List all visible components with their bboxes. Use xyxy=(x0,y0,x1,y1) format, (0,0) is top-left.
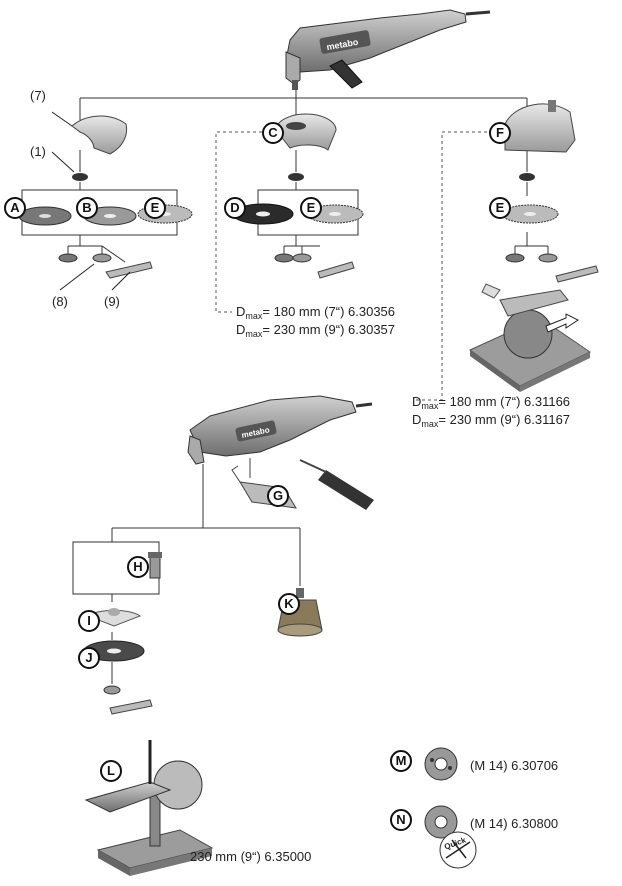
nut-n-spec: (M 14) 6.30800 xyxy=(470,816,559,831)
nut-m-spec: (M 14) 6.30706 xyxy=(470,758,559,773)
angle-grinder-middle: metabo xyxy=(187,395,373,465)
badge-l: L xyxy=(100,760,122,782)
wire-cup-brush-k xyxy=(277,588,323,637)
support-flange xyxy=(72,173,88,181)
guard-f-spec-1: Dmax= 180 mm (7“) 6.31166 xyxy=(412,394,571,411)
callout-1: (1) xyxy=(30,144,46,159)
quick-nut-n xyxy=(424,805,477,869)
badge-e-3: E xyxy=(489,197,511,219)
badge-b: B xyxy=(76,197,98,219)
two-pin-spanner xyxy=(105,261,153,279)
cutting-guide-photo xyxy=(469,283,591,392)
cutting-guard-f xyxy=(504,100,576,153)
badge-e-1: E xyxy=(144,197,166,219)
adapter-h xyxy=(148,552,162,579)
two-hole-nut xyxy=(92,253,112,263)
clamping-nut-m xyxy=(424,747,458,781)
badge-i: I xyxy=(78,610,100,632)
guard-c-spec-2: Dmax= 230 mm (9“) 6.30357 xyxy=(236,322,396,339)
badge-d: D xyxy=(224,197,246,219)
dashed-leaders xyxy=(215,131,493,401)
badge-f: F xyxy=(489,122,511,144)
callout-7: (7) xyxy=(30,88,46,103)
badge-j: J xyxy=(78,647,100,669)
badge-k: K xyxy=(278,593,300,615)
cut-off-stand-l xyxy=(84,740,214,876)
callout-8: (8) xyxy=(52,294,68,309)
guard-c-spec-1: Dmax= 180 mm (7“) 6.30356 xyxy=(236,304,396,321)
auxiliary-handle xyxy=(299,459,374,510)
badge-e-2: E xyxy=(300,197,322,219)
cutting-guard-c xyxy=(275,113,337,151)
callout-9: (9) xyxy=(104,294,120,309)
angle-grinder-top: metabo xyxy=(285,9,491,90)
badge-c: C xyxy=(262,122,284,144)
standard-guard xyxy=(51,111,128,155)
guard-f-spec-2: Dmax= 230 mm (9“) 6.31167 xyxy=(412,412,571,429)
stand-spec: 230 mm (9“) 6.35000 xyxy=(190,849,312,864)
clamping-nut xyxy=(58,253,78,263)
badge-h: H xyxy=(127,556,149,578)
badge-n: N xyxy=(390,809,412,831)
badge-a: A xyxy=(4,197,26,219)
connector-lines-top xyxy=(21,90,549,263)
badge-g: G xyxy=(267,485,289,507)
badge-m: M xyxy=(390,750,412,772)
